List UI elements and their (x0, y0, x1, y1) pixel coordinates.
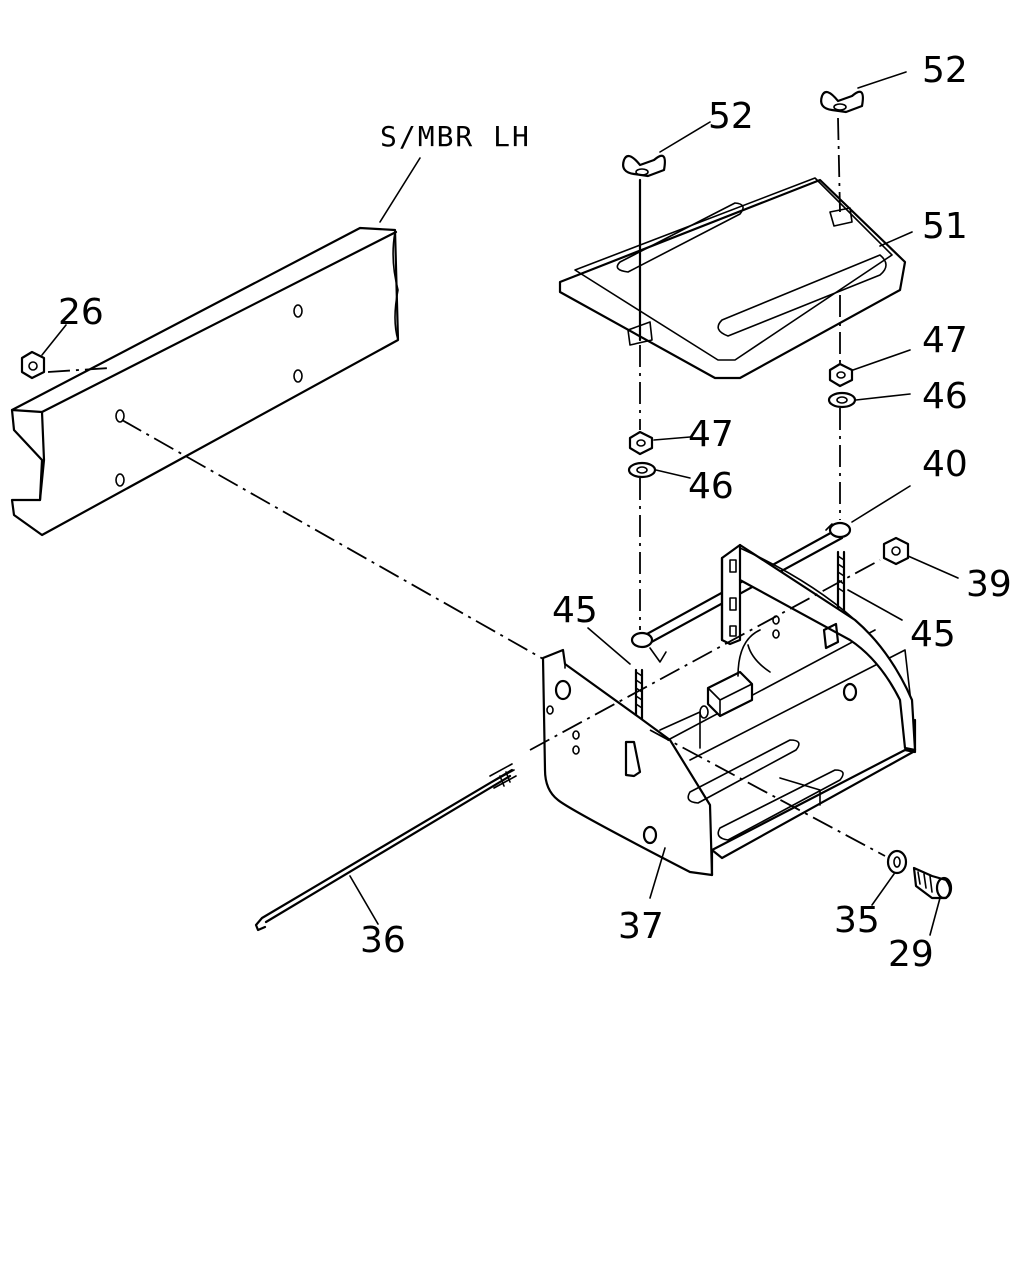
nut-47-right (828, 362, 854, 388)
label-side-member: S/MBR LH (380, 120, 531, 153)
label-40: 40 (922, 444, 968, 485)
label-45-right: 45 (910, 614, 956, 655)
wing-nut-52-right (820, 90, 864, 114)
label-51: 51 (922, 206, 968, 247)
side-member-frame-rail (10, 226, 400, 537)
label-46-right: 46 (922, 376, 968, 417)
label-26: 26 (58, 292, 104, 333)
battery-cover-51 (558, 177, 907, 380)
label-36: 36 (360, 920, 406, 961)
battery-tray-37 (541, 543, 917, 877)
label-45-left: 45 (552, 590, 598, 631)
washer-35 (886, 849, 908, 875)
label-29: 29 (888, 934, 934, 975)
nut-47-left (628, 430, 654, 456)
label-52-left: 52 (708, 96, 754, 137)
wing-nut-52-left (622, 154, 666, 178)
label-35: 35 (834, 900, 880, 941)
label-52-right: 52 (922, 50, 968, 91)
tie-rod-36 (254, 763, 517, 932)
washer-46-left (627, 461, 657, 479)
washer-46-right (827, 391, 857, 409)
label-47-right: 47 (922, 320, 968, 361)
bolt-29 (912, 866, 953, 900)
label-46-left: 46 (688, 466, 734, 507)
label-37: 37 (618, 906, 664, 947)
label-47-left: 47 (688, 414, 734, 455)
flange-nut-39 (882, 536, 910, 566)
label-39: 39 (966, 564, 1012, 605)
flange-nut-26 (20, 350, 46, 380)
